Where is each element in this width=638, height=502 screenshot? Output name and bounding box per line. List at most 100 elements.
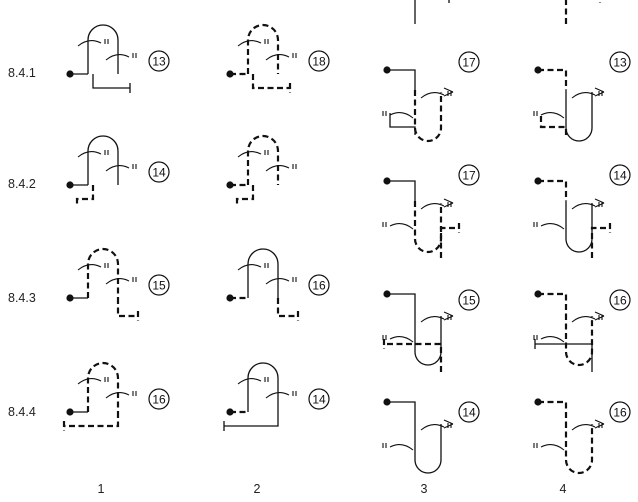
crossing-tick [598,91,603,96]
crossing-arc [540,444,565,451]
column-label: 1 [98,482,105,496]
crossing-tick [104,377,109,382]
crossing-tick [292,164,297,169]
row-label: 8.4.1 [8,66,36,80]
crossing-tick [533,335,538,340]
crossing-arc [105,54,130,61]
crossing-arc [77,264,102,271]
cord-tail [235,185,255,205]
cord-loop [86,361,120,412]
figure-number: 14 [312,392,326,406]
cord-end-dot [534,177,542,185]
crossing-tick [264,263,269,268]
cord-stem [387,293,416,314]
crossing-arc [389,223,414,230]
figure-number: 15 [462,293,476,307]
cord-loop [565,201,593,253]
diagram-cell: 18 [226,23,330,93]
cord-loop [246,134,280,185]
crossing-arc [389,336,414,343]
crossing-tick [104,39,109,44]
crossing-arc [265,392,290,399]
crossing-tick [132,53,137,58]
figure-number-badge [148,161,170,183]
crossing-arc [77,378,102,385]
crossing-tick [533,111,538,116]
figure-number: 15 [152,278,166,292]
figure-number-badge [458,401,480,423]
crossing-arc [540,336,565,343]
figure-number: 17 [462,168,476,182]
figure-number-badge [148,388,170,410]
cord-tail [564,0,602,24]
diagram-cell: 15 [382,223,480,366]
diagram-cell: 15 [66,247,170,321]
figure-number: 13 [152,54,166,68]
cord-end-dot [383,66,391,74]
cord-stem [387,401,416,422]
crossing-arc [389,112,414,119]
hook-marker [443,198,454,208]
crossing-arc [540,112,565,119]
crossing-tick [264,150,269,155]
cord-end-dot [66,181,74,189]
hook-marker [443,87,454,97]
figure-number-badge [458,51,480,73]
cord-tail [92,74,131,93]
cord-tail [251,74,292,93]
hook-marker [594,419,605,429]
cord-stem [538,68,568,90]
cord-tail [223,412,279,431]
crossing-tick [598,202,603,207]
row-label: 8.4.4 [8,405,36,419]
column-label: 3 [421,482,428,496]
cord-loop [564,422,594,475]
row-labels: 8.4.1 8.4.2 8.4.3 8.4.4 [8,66,36,419]
crossing-arc [77,40,102,47]
diagram-cell: 16 [62,361,170,431]
diagram-cell: 17 [382,113,480,254]
cord-tail [389,113,416,135]
crossing-tick [132,391,137,396]
figure-number-badge [609,51,631,73]
diagram-cell: 14 [223,362,330,431]
figure-number: 13 [613,55,627,69]
hook-marker [443,311,454,321]
crossing-tick [447,423,452,428]
figure-number-badge [308,388,330,410]
cord-end-dot [534,66,542,74]
figure-number-badge [308,274,330,296]
figure-number-badge [148,274,170,296]
cord-end-dot [226,181,234,189]
figure-number-badge [458,164,480,186]
cord-tail [414,0,450,24]
diagram-cell: 17 [382,0,480,143]
figure-number-badge [148,50,170,72]
crossing-arc [105,392,130,399]
diagram-cell [226,134,297,205]
crossing-arc [420,92,445,99]
cord-loop [87,135,119,185]
crossing-arc [77,151,102,158]
crossing-arc [237,40,262,47]
figure-number-badge [609,289,631,311]
crossing-tick [104,263,109,268]
cord-end-dot [534,398,542,406]
figure-number: 14 [152,165,166,179]
cord-loop [247,362,279,412]
cord-loop [413,90,443,143]
crossing-tick [382,111,387,116]
crossing-arc [265,165,290,172]
row-label: 8.4.2 [8,177,36,191]
crossing-tick [382,222,387,227]
crossing-tick [292,53,297,58]
figure-number: 17 [462,55,476,69]
row-label: 8.4.3 [8,291,36,305]
figure-number: 16 [312,278,326,292]
crossing-tick [533,443,538,448]
cord-tail [539,113,568,135]
cord-stem [538,179,568,201]
crossing-arc [265,54,290,61]
